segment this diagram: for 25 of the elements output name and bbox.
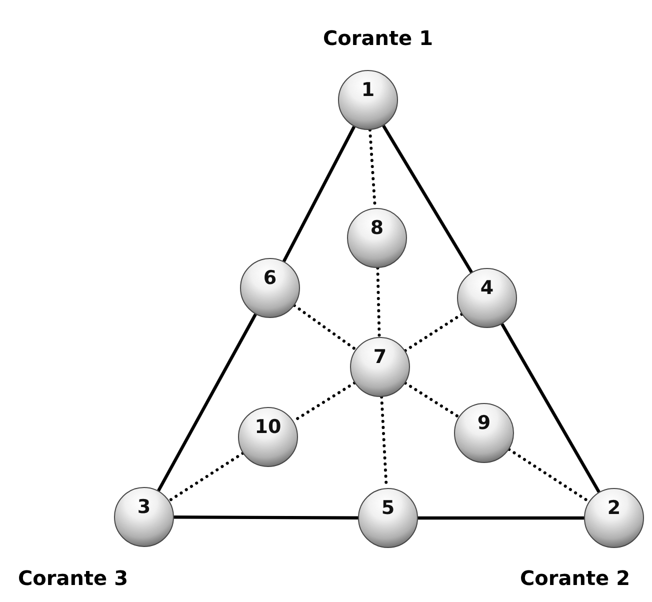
connector-line: [157, 314, 257, 492]
design-point-sphere: 10: [238, 407, 298, 467]
design-point-sphere: 7: [350, 337, 410, 397]
connector-line: [174, 516, 358, 520]
design-point-sphere: 8: [347, 208, 407, 268]
dotted-line: [168, 452, 244, 502]
vertex-label: Corante 1: [322, 26, 434, 50]
connector-line: [500, 323, 600, 493]
dotted-line: [376, 266, 381, 338]
connector-line: [282, 126, 356, 262]
design-point-sphere: 1: [338, 70, 398, 130]
connector-line: [382, 124, 473, 274]
dotted-line: [508, 448, 590, 504]
design-point-sphere: 5: [358, 488, 418, 548]
vertex-label: Corante 3: [18, 566, 128, 590]
dotted-line: [404, 312, 464, 352]
dotted-line: [292, 304, 358, 351]
design-point-sphere: 9: [454, 403, 514, 463]
connector-line: [418, 516, 584, 520]
design-point-sphere: 6: [240, 258, 300, 318]
dotted-line: [404, 382, 460, 418]
design-point-sphere: 4: [457, 268, 517, 328]
design-point-sphere: 2: [584, 488, 644, 548]
design-point-sphere: 3: [114, 487, 174, 547]
vertex-label: Corante 2: [520, 566, 630, 590]
